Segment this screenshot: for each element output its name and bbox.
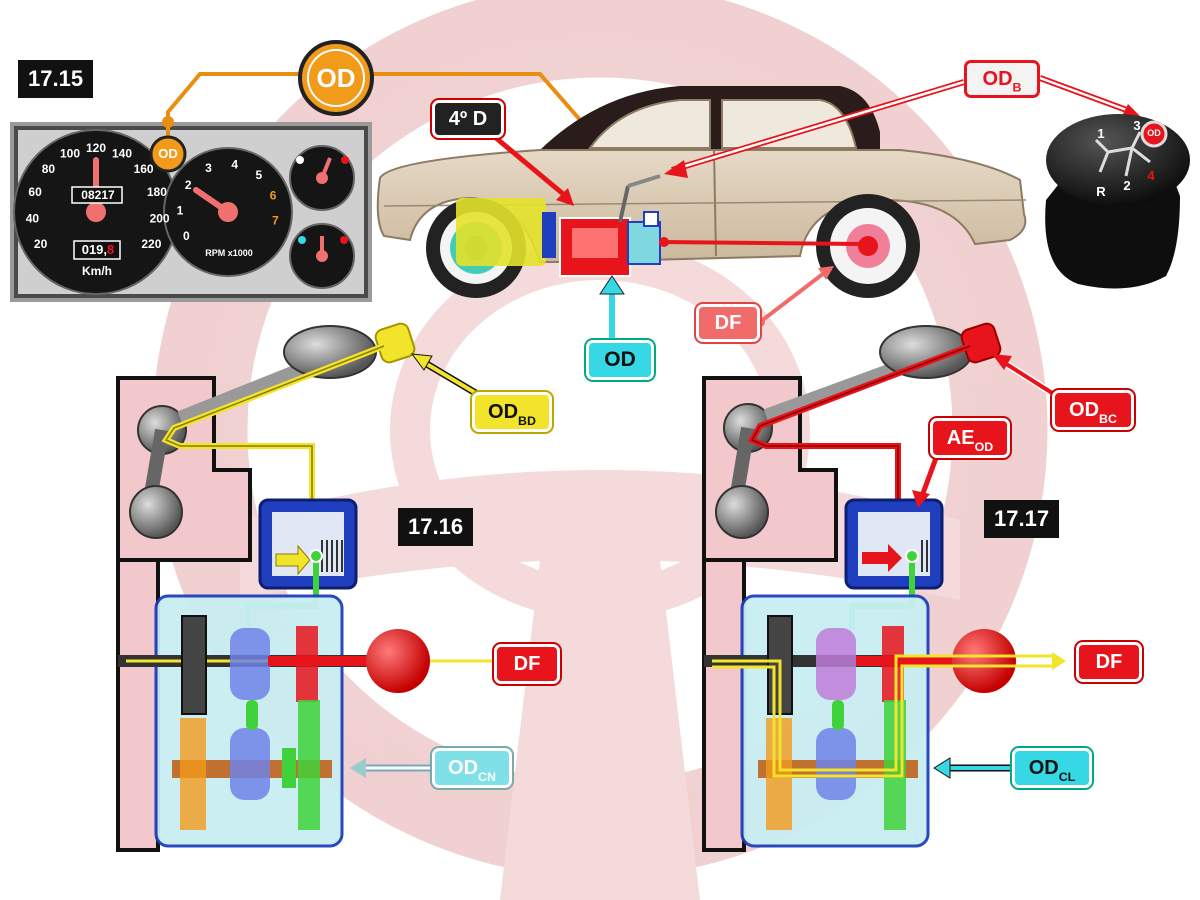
trip-value-red: 8 [107, 242, 115, 257]
od-lamp-label: OD [158, 146, 178, 161]
speed-tick-200: 200 [150, 212, 170, 226]
od-b-text: OD [982, 68, 1013, 90]
speed-tick-40: 40 [26, 212, 40, 226]
speed-tick-140: 140 [112, 147, 132, 161]
od-bc-sub: BC [1099, 411, 1117, 426]
figure-number-17-16: 17.16 [398, 508, 474, 546]
rpm-tick-2: 2 [185, 178, 192, 192]
od-bc-text: OD [1069, 399, 1100, 421]
gear-3-label: 3 [1133, 118, 1141, 133]
speed-tick-100: 100 [60, 147, 80, 161]
shift-knob [1045, 114, 1190, 289]
speed-tick-180: 180 [147, 185, 167, 199]
gear-4d-callout: 4º D [432, 100, 504, 138]
rpm-red-tick-6: 6 [270, 189, 277, 203]
odometer-value-a: 08 [81, 188, 95, 202]
rpm-tick-4: 4 [231, 158, 238, 172]
speed-unit: Km/h [82, 264, 112, 278]
df-left-callout: DF [494, 644, 560, 684]
df-top-callout: DF [696, 304, 760, 342]
right-transmission-diagram [702, 322, 1066, 852]
trip-readout: 019,8 [76, 242, 120, 258]
speed-tick-80: 80 [42, 162, 56, 176]
od-bd-sub: BD [518, 413, 536, 428]
speed-tick-60: 60 [28, 185, 42, 199]
odometer-value-b: 217 [94, 188, 115, 202]
rpm-tick-3: 3 [205, 161, 212, 175]
rpm-unit: RPM x1000 [205, 248, 253, 258]
odometer-readout: 08217 [74, 187, 122, 203]
df-right-callout: DF [1076, 642, 1142, 682]
od-bd-callout: ODBD [472, 392, 552, 432]
speed-tick-160: 160 [134, 162, 154, 176]
od-indicator-big [298, 40, 374, 116]
od-cl-text: OD [1028, 757, 1059, 779]
ae-od-sub: OD [974, 439, 994, 454]
od-cl-sub: CL [1058, 769, 1076, 784]
speed-tick-220: 220 [141, 237, 161, 251]
rpm-tick-5: 5 [256, 168, 263, 182]
left-transmission-diagram [116, 322, 514, 852]
gear-4-label: 4 [1147, 168, 1155, 183]
od-cn-sub: CN [478, 769, 496, 784]
ae-od-callout: AEOD [930, 418, 1010, 458]
figure-number-17-17: 17.17 [984, 500, 1060, 538]
trip-value: 019, [81, 242, 108, 257]
od-b-sub: B [1012, 80, 1022, 95]
gear-r-label: R [1096, 184, 1106, 199]
gear-1-label: 1 [1097, 126, 1105, 141]
speed-tick-120: 120 [86, 141, 106, 155]
od-bc-callout: ODBC [1052, 390, 1134, 430]
rpm-red-tick-7: 7 [272, 213, 279, 227]
speed-tick-20: 20 [34, 237, 48, 251]
rpm-tick-1: 1 [177, 203, 184, 217]
od-cyan-callout: OD [586, 340, 654, 380]
ae-od-text: AE [946, 427, 975, 449]
knob-od-button-label: OD [1147, 128, 1161, 138]
od-cn-text: OD [448, 757, 479, 779]
od-cl-callout: ODCL [1012, 748, 1092, 788]
instrument-cluster [10, 122, 372, 302]
od-cn-callout: ODCN [432, 748, 512, 788]
figure-number-17-15: 17.15 [18, 60, 94, 98]
rpm-tick-0: 0 [183, 229, 190, 243]
gear-2-label: 2 [1123, 178, 1131, 193]
od-indicator-lamp [149, 135, 187, 173]
od-big-label: OD [316, 63, 356, 93]
od-bd-text: OD [488, 401, 519, 423]
od-b-callout: ODB [964, 60, 1040, 98]
